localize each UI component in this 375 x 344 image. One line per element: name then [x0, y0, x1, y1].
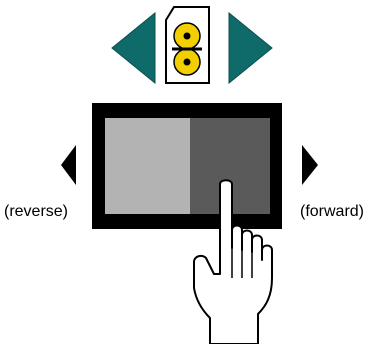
left-arrow-icon[interactable] — [111, 12, 156, 84]
forward-arrow-icon[interactable] — [302, 145, 318, 185]
cassette-icon — [165, 6, 210, 84]
reverse-label: (reverse) — [4, 203, 69, 220]
reverse-arrow-icon[interactable] — [61, 145, 77, 185]
right-arrow-icon[interactable] — [228, 12, 273, 84]
forward-label: (forward) — [300, 203, 365, 220]
touch-panel[interactable] — [92, 103, 282, 229]
panel-left-half[interactable] — [105, 118, 190, 214]
pointing-hand-icon — [193, 179, 273, 344]
